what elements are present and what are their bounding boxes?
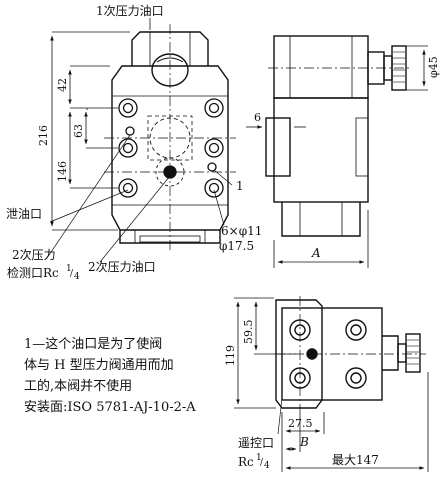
dim-max147: 最大147 <box>332 453 379 467</box>
label-holes: 6×φ11 <box>221 224 262 238</box>
dim-216: 216 <box>37 125 50 146</box>
note-line-4: 安装面:ISO 5781-AJ-10-2-A <box>24 400 196 415</box>
label-remote-slash: / <box>260 458 264 468</box>
label-drain: 泄油口 <box>6 207 42 221</box>
front-dimensions <box>46 18 233 263</box>
dim-27-5: 27.5 <box>288 417 313 430</box>
note-block: 1—这个油口是为了使阀 体与 H 型压力阀通用而加 工的,本阀并不使用 安装面:… <box>24 334 196 418</box>
note-line-3: 工的,本阀并不使用 <box>24 379 133 394</box>
label-gauge-slash: / <box>70 269 74 279</box>
port-view-dimensions <box>234 297 429 472</box>
note-line-2: 体与 H 型压力阀通用而加 <box>24 358 174 373</box>
label-holes2: φ17.5 <box>219 239 254 253</box>
label-marker1: 1 <box>236 179 244 193</box>
label-port2: 2次压力油口 <box>88 260 156 274</box>
label-gauge-line2: 检测口Rc <box>7 265 59 280</box>
dim-146: 146 <box>56 161 69 182</box>
side-dimensions <box>246 45 428 268</box>
label-gauge-sub: 4 <box>74 272 80 282</box>
label-gauge-line1: 2次压力 <box>12 248 56 262</box>
port2-opening <box>163 165 177 179</box>
label-remote-line2: Rc <box>238 455 254 469</box>
dim-6: 6 <box>254 111 261 124</box>
front-mounting-holes <box>118 98 224 198</box>
label-port1: 1次压力油口 <box>96 4 164 18</box>
label-remote-line1: 遥控口 <box>238 436 274 450</box>
side-view <box>265 35 412 237</box>
dim-59-5: 59.5 <box>242 320 255 345</box>
label-remote-sub: 4 <box>264 461 270 471</box>
dim-63: 63 <box>72 124 85 138</box>
dim-B: B <box>299 435 309 449</box>
front-view <box>104 24 236 250</box>
label-gauge-sup: 1 <box>66 264 72 274</box>
port-view <box>275 296 426 412</box>
note-line-1: 1—这个油口是为了使阀 <box>24 337 163 352</box>
dim-119: 119 <box>224 345 237 366</box>
dim-42: 42 <box>56 78 69 92</box>
label-remote-sup: 1 <box>256 453 262 463</box>
dim-phi45: φ45 <box>427 56 440 78</box>
dim-A: A <box>311 246 321 260</box>
